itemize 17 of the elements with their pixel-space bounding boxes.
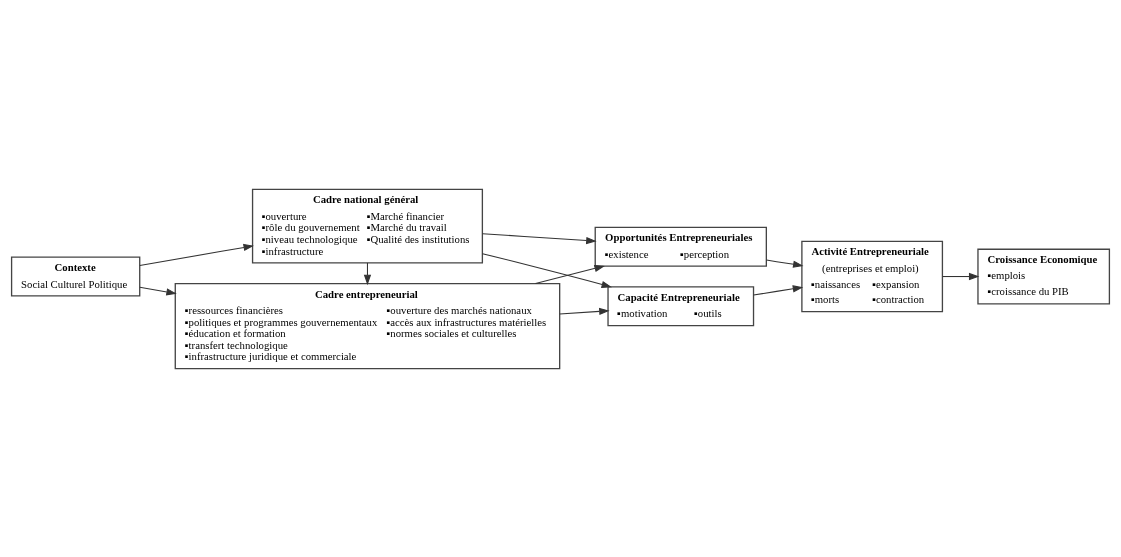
arrow [482,252,612,288]
arrow [535,264,605,284]
arrow [139,286,177,295]
node-box: Activité Entrepreneuriale (entreprises et emploi) ▪naissances ▪expansion ▪morts ▪contraction [801,240,944,312]
node-box: Contexte Social Culturel Politique [10,255,141,297]
node-box: Cadre national général ▪ouverture ▪rôle du gouvernement ▪niveau technologique ▪infrastructure ▪Marché financier ▪Marché du travail ▪Qualité des institutions [251,188,484,264]
arrow [559,307,610,315]
arrow [139,243,254,266]
arrow [363,261,372,285]
node-box: Opportunités Entrepreneuriales ▪existence ▪perception [594,226,767,267]
arrow [942,272,980,280]
arrow [765,259,804,268]
arrow [753,284,804,296]
node-box: Capacité Entrepreneuriale ▪motivation ▪outils [607,285,755,326]
arrow [482,232,597,244]
node-box: Croissance Economique ▪emplois ▪croissance du PIB [977,248,1111,304]
node-box: Cadre entrepreneurial ▪ressources financières ▪politiques et programmes gouvernementaux ▪éducation et formation ▪transfert technologique ▪infrastructure juridique et commerciale ▪ouverture des marchés nationaux ▪accès aux infrastructures matérielles ▪normes sociales et culturelles [174,282,561,369]
